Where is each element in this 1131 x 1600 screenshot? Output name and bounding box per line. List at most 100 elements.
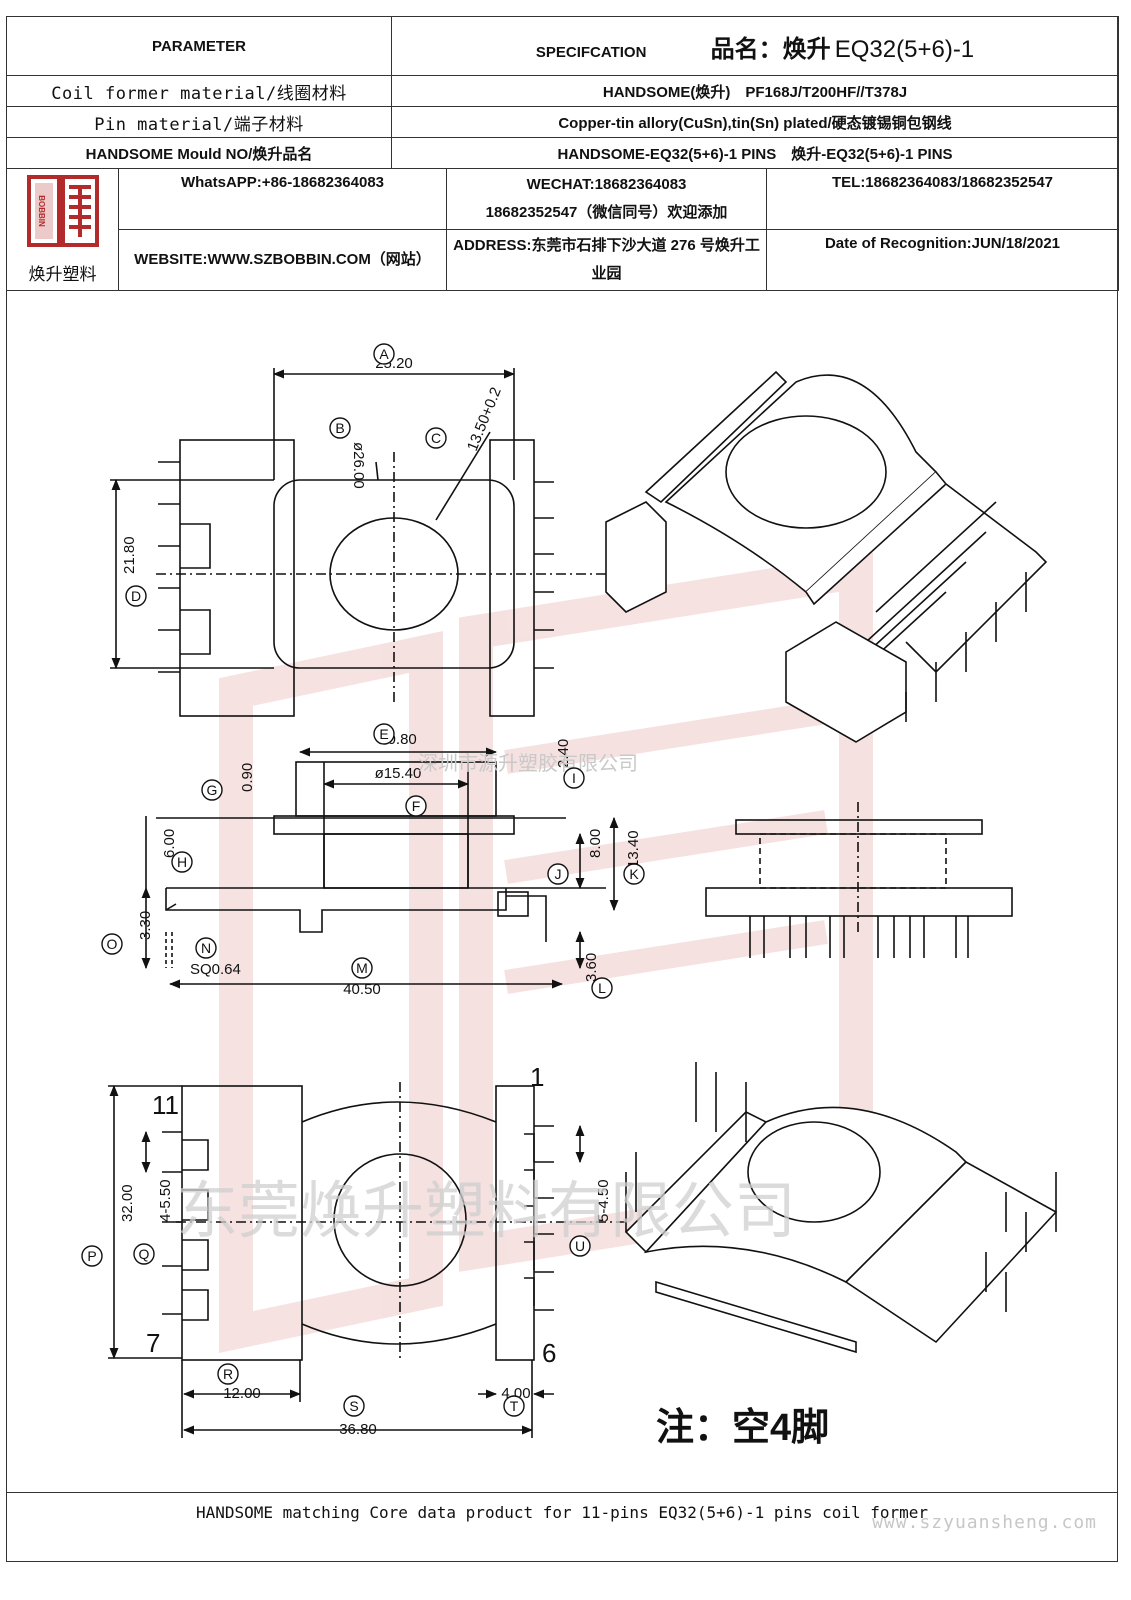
product-code: EQ32(5+6)-1 — [834, 35, 975, 63]
dim-letter-b: B — [329, 417, 351, 439]
specification-header: SPECIFCATION 品名：焕升 EQ32(5+6)-1 — [391, 16, 1119, 76]
dim-r-value: 12.00 — [223, 1385, 261, 1402]
svg-text:H: H — [177, 854, 187, 870]
pin-label-1: 1 — [530, 1062, 544, 1092]
dim-letter-a: A — [373, 343, 395, 365]
dimension-letters: A B C D E F G H I J K L M N O P Q R S T U — [81, 343, 645, 1417]
pin-label-11: 11 — [152, 1090, 179, 1120]
technical-drawing: 25.20 ø26.00 13.50+0.2 21.80 — [81, 343, 1058, 1449]
dim-letter-p: P — [81, 1245, 103, 1267]
dim-k-value: 13.40 — [625, 830, 642, 868]
bottom-view — [108, 1082, 626, 1438]
whatsapp: WhatsAPP:+86-18682364083 — [118, 168, 447, 230]
website: WEBSITE:WWW.SZBOBBIN.COM（网站） — [118, 229, 447, 291]
footer: HANDSOME matching Core data product for … — [6, 1492, 1118, 1531]
svg-text:C: C — [431, 430, 441, 446]
dim-letter-u: U — [569, 1235, 591, 1257]
isometric-view-top — [605, 370, 1048, 743]
svg-text:K: K — [629, 866, 639, 882]
address: ADDRESS:东莞市石排下沙大道 276 号焕升工业园 — [446, 229, 767, 291]
dim-q-value: 4-5.50 — [157, 1179, 174, 1222]
wechat-line-1: WECHAT:18682364083 — [526, 176, 687, 193]
dim-g-value: 0.90 — [239, 763, 256, 792]
pin-material-param: Pin material/端子材料 — [6, 106, 392, 138]
svg-text:S: S — [349, 1398, 358, 1414]
contact-table: BOBBIN 焕升塑料 WhatsAPP:+86-18682364083 WEC… — [6, 168, 1119, 291]
footer-text: HANDSOME matching Core data product for … — [195, 1502, 929, 1522]
isometric-view-bottom — [624, 1062, 1058, 1354]
watermark-large-text: 东莞焕升塑料有限公司 — [176, 1177, 796, 1246]
dim-letter-m: M — [351, 957, 373, 979]
dim-u-value: 5-4.50 — [595, 1179, 612, 1222]
svg-text:B: B — [335, 420, 344, 436]
pin-label-6: 6 — [542, 1338, 556, 1368]
dim-letter-l: L — [591, 977, 613, 999]
dim-j-value: 8.00 — [587, 829, 604, 858]
dim-letter-r: R — [217, 1363, 239, 1385]
dim-m-value: 40.50 — [343, 981, 381, 998]
dim-p-value: 32.00 — [119, 1184, 136, 1222]
dim-b-value: ø26.00 — [350, 442, 367, 489]
dim-letter-s: S — [343, 1395, 365, 1417]
company-logo: BOBBIN 焕升塑料 — [6, 168, 119, 291]
pin-label-7: 7 — [146, 1328, 160, 1358]
svg-text:L: L — [598, 980, 606, 996]
svg-text:G: G — [207, 782, 218, 798]
watermark-small-text: 深圳市源升塑胶有限公司 — [418, 752, 638, 775]
specification-label: SPECIFCATION — [535, 43, 647, 61]
svg-text:F: F — [412, 798, 421, 814]
coil-material-spec: HANDSOME(焕升) PF168J/T200HF//T378J — [391, 75, 1119, 107]
telephone: TEL:18682364083/18682352547 — [766, 168, 1119, 230]
dim-letter-e: E — [373, 723, 395, 745]
svg-text:P: P — [87, 1248, 96, 1264]
svg-text:M: M — [356, 960, 368, 976]
logo-caption: 焕升塑料 — [28, 264, 97, 285]
dim-letter-c: C — [425, 427, 447, 449]
dim-i-value: 2.40 — [555, 739, 572, 768]
dim-letter-o: O — [101, 933, 123, 955]
wechat-line-2: 18682352547（微信同号）欢迎添加 — [485, 204, 728, 221]
dim-s-value: 36.80 — [339, 1421, 377, 1438]
dim-letter-n: N — [195, 937, 217, 959]
dim-n-value: SQ0.64 — [190, 961, 241, 978]
logo-mark: BOBBIN — [37, 195, 46, 227]
svg-text:D: D — [131, 588, 141, 604]
dim-c-value: 13.50+0.2 — [464, 385, 505, 454]
dim-f-value: ø15.40 — [375, 765, 422, 782]
top-view — [110, 368, 626, 717]
dim-letter-d: D — [125, 585, 147, 607]
pin-material-spec: Copper-tin allory(CuSn),tin(Sn) plated/硬… — [391, 106, 1119, 138]
svg-text:E: E — [379, 726, 388, 742]
svg-text:T: T — [510, 1398, 519, 1414]
dim-letter-g: G — [201, 779, 223, 801]
dim-letter-f: F — [405, 795, 427, 817]
product-name-label: 品名：焕升 — [710, 36, 831, 63]
svg-text:Q: Q — [139, 1246, 150, 1262]
dim-letter-i: I — [563, 767, 585, 789]
dim-letter-q: Q — [133, 1243, 155, 1265]
note-text: 注：空4脚 — [656, 1407, 829, 1449]
svg-text:A: A — [379, 346, 389, 362]
coil-material-param: Coil former material/线圈材料 — [6, 75, 392, 107]
mould-no-spec: HANDSOME-EQ32(5+6)-1 PINS 焕升-EQ32(5+6)-1… — [391, 137, 1119, 169]
dim-letter-t: T — [503, 1395, 525, 1417]
footer-website: www.szyuansheng.com — [872, 1512, 1097, 1533]
wechat: WECHAT:18682364083 18682352547（微信同号）欢迎添加 — [446, 168, 767, 230]
mould-no-param: HANDSOME Mould NO/焕升品名 — [6, 137, 392, 169]
bobbin-logo-icon: BOBBIN — [26, 174, 99, 247]
svg-text:N: N — [201, 940, 211, 956]
dim-d-value: 21.80 — [121, 536, 138, 574]
dim-o-value: 3.30 — [137, 911, 154, 940]
dim-h-value: 6.00 — [161, 829, 178, 858]
svg-text:U: U — [575, 1238, 585, 1254]
dim-letter-k: K — [623, 863, 645, 885]
svg-text:J: J — [555, 866, 562, 882]
parameter-header: PARAMETER — [6, 16, 392, 76]
dim-letter-h: H — [171, 851, 193, 873]
spec-table: PARAMETER SPECIFCATION 品名：焕升 EQ32(5+6)-1… — [6, 16, 1119, 169]
svg-text:R: R — [223, 1366, 233, 1382]
dim-l-value: 3.60 — [583, 953, 600, 982]
side-view — [141, 747, 1013, 989]
recognition-date: Date of Recognition:JUN/18/2021 — [766, 229, 1119, 291]
dim-letter-j: J — [547, 863, 569, 885]
